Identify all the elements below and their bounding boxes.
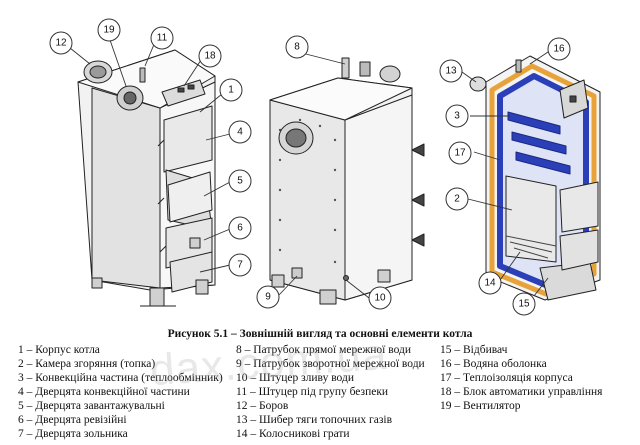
callout-7: 7: [237, 260, 243, 271]
legend-item: 6 – Дверцята ревізійні: [18, 414, 127, 426]
legend-column-3: 15 – Відбивач 16 – Водяна оболонка 17 – …: [440, 343, 602, 413]
callout-15: 15: [518, 299, 530, 310]
legend-item: 10 – Штуцер зливу води: [236, 372, 354, 384]
legend-item: 13 – Шибер тяги топочних газів: [236, 414, 393, 426]
callout-12: 12: [55, 38, 67, 49]
legend-item: 7 – Дверцята зольника: [18, 428, 128, 440]
legend-item: 3 – Конвекційна частина (теплообмінник): [18, 372, 223, 384]
callout-13: 13: [445, 66, 457, 77]
callout-11: 11: [157, 33, 168, 44]
callout-10: 10: [374, 293, 386, 304]
callout-18: 18: [204, 51, 216, 62]
callout-numbers: 12 19 11 18 1 4 5 6 7 8 9 10 13 16 3 17 …: [55, 25, 565, 310]
callout-1: 1: [228, 85, 234, 96]
legend-item: 15 – Відбивач: [440, 344, 508, 356]
legend-item: 5 – Дверцята завантажувальні: [18, 400, 165, 412]
callout-5: 5: [237, 176, 243, 187]
callout-16: 16: [553, 44, 565, 55]
callout-8: 8: [294, 42, 300, 53]
legend-item: 12 – Боров: [236, 400, 289, 412]
legend-item: 19 – Вентилятор: [440, 400, 521, 412]
callout-6: 6: [237, 223, 243, 234]
legend-item: 16 – Водяна оболонка: [440, 358, 547, 370]
legend-item: 11 – Штуцер під групу безпеки: [236, 386, 389, 398]
legend-item: 2 – Камера згоряння (топка): [18, 358, 156, 370]
callout-14: 14: [484, 278, 496, 289]
boiler-rear-view: [269, 57, 425, 305]
callout-3: 3: [454, 111, 460, 122]
callout-17: 17: [454, 148, 466, 159]
legend-item: 17 – Теплоізоляція корпуса: [440, 372, 573, 384]
legend-column-2: 8 – Патрубок прямої мережної води 9 – Па…: [236, 343, 425, 441]
boiler-cutaway-view: [469, 55, 601, 301]
legend-item: 14 – Колосникові грати: [236, 428, 350, 440]
callout-19: 19: [103, 25, 115, 36]
legend-item: 9 – Патрубок зворотної мережної води: [236, 358, 425, 370]
callout-9: 9: [265, 292, 271, 303]
figure-caption: Рисунок 5.1 – Зовнішній вигляд та основн…: [167, 328, 473, 340]
callout-circles: [49, 18, 571, 316]
legend-item: 4 – Дверцята конвекційної частини: [18, 386, 190, 398]
legend-item: 18 – Блок автоматики управління: [440, 386, 603, 398]
boiler-front-view: [77, 49, 216, 307]
legend-item: 8 – Патрубок прямої мережної води: [236, 344, 412, 356]
legend-item: 1 – Корпус котла: [18, 344, 100, 356]
callout-4: 4: [237, 127, 243, 138]
legend-column-1: 1 – Корпус котла 2 – Камера згоряння (то…: [18, 343, 223, 441]
callout-2: 2: [454, 194, 460, 205]
